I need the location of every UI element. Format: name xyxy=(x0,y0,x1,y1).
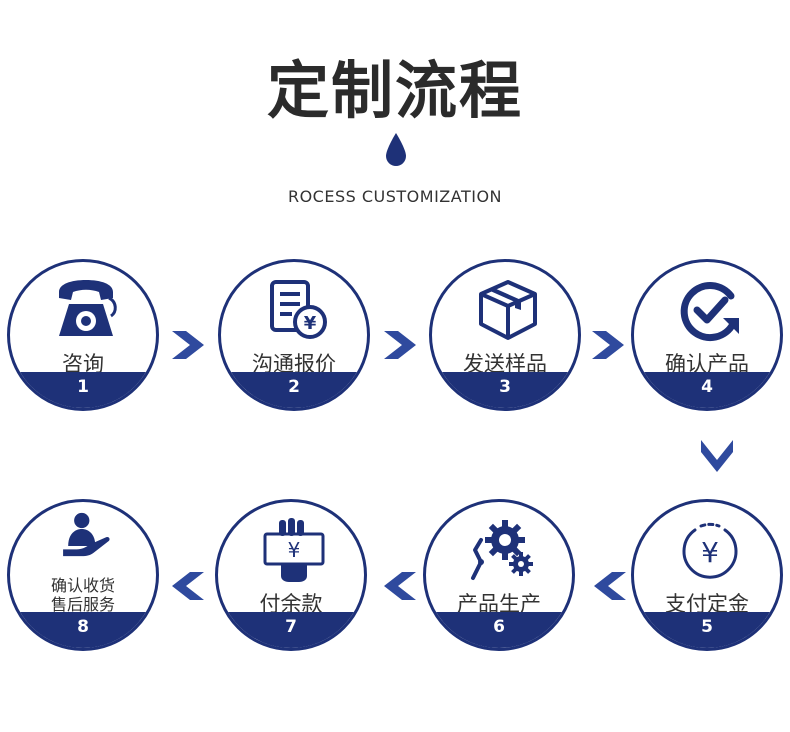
step-number: 2 xyxy=(221,372,367,408)
step-label: 确认收货 售后服务 xyxy=(10,576,156,614)
step-number: 5 xyxy=(634,612,780,648)
step-5: ¥ 支付定金 5 xyxy=(631,499,783,651)
water-drop-icon xyxy=(386,133,406,166)
telephone-icon xyxy=(59,280,117,336)
page-subtitle: ROCESS CUSTOMIZATION xyxy=(287,187,503,206)
person-service-icon xyxy=(63,512,110,557)
step-label-line2: 售后服务 xyxy=(50,595,115,614)
step-number: 1 xyxy=(10,372,156,408)
svg-text:¥: ¥ xyxy=(304,313,317,334)
page-title: 定制流程 xyxy=(266,54,523,127)
step-3: 发送样品 3 xyxy=(429,259,581,411)
step-4: 确认产品 4 xyxy=(631,259,783,411)
chevron-right-icon xyxy=(384,331,416,359)
chevron-down-icon xyxy=(701,440,733,472)
step-6: 产品生产 6 xyxy=(423,499,575,651)
step-label-line1: 确认收货 xyxy=(50,576,115,595)
svg-text:¥: ¥ xyxy=(288,538,301,562)
check-refresh-icon xyxy=(680,282,739,342)
quote-document-icon: ¥ xyxy=(270,280,327,339)
chevron-right-icon xyxy=(172,331,204,359)
gears-robot-arm-icon xyxy=(471,520,533,580)
package-box-icon xyxy=(479,280,537,340)
svg-text:¥: ¥ xyxy=(701,536,719,569)
step-2: ¥ 沟通报价 2 xyxy=(218,259,370,411)
step-7: ¥ 付余款 7 xyxy=(215,499,367,651)
step-number: 8 xyxy=(10,612,156,648)
chevron-left-icon xyxy=(384,572,416,600)
step-number: 3 xyxy=(432,372,578,408)
step-1: 咨询 1 xyxy=(7,259,159,411)
yen-coin-icon: ¥ xyxy=(682,522,738,579)
chevron-left-icon xyxy=(594,572,626,600)
step-number: 6 xyxy=(426,612,572,648)
step-8: 确认收货 售后服务 8 xyxy=(7,499,159,651)
hand-yen-bill-icon: ¥ xyxy=(263,518,325,582)
chevron-left-icon xyxy=(172,572,204,600)
chevron-right-icon xyxy=(592,331,624,359)
step-number: 7 xyxy=(218,612,364,648)
step-number: 4 xyxy=(634,372,780,408)
